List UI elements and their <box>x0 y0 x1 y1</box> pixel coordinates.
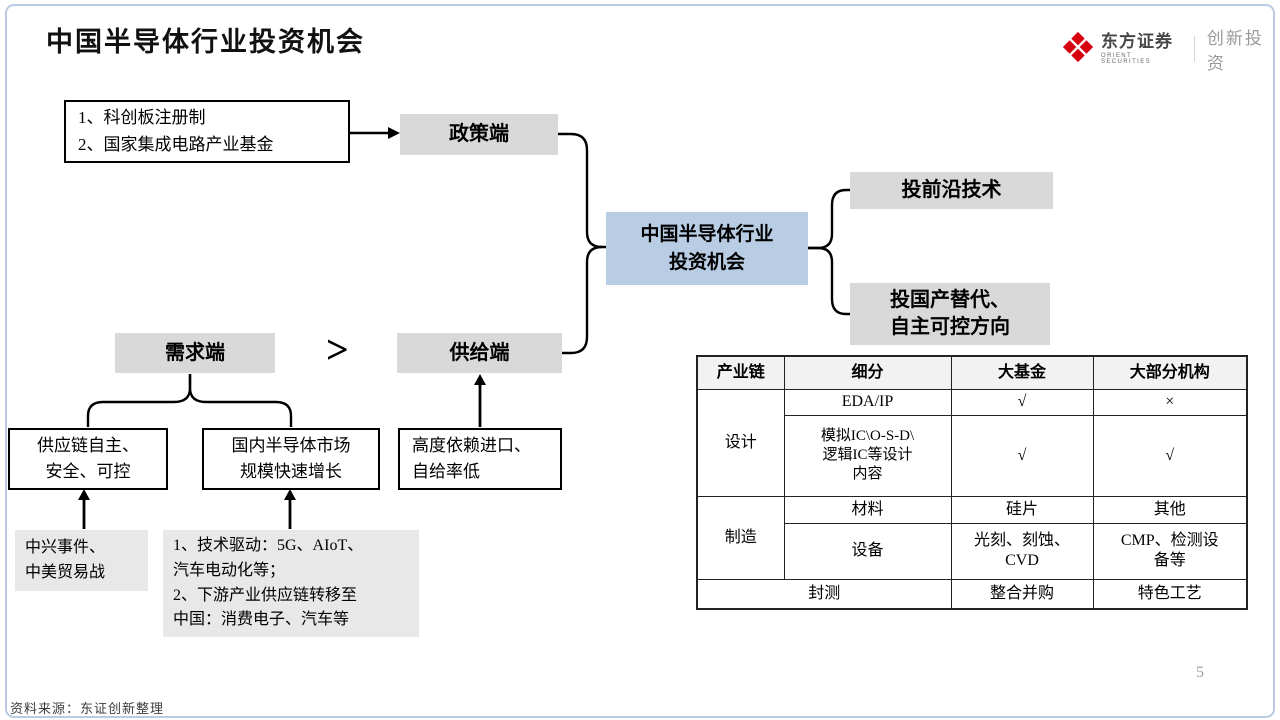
col-header-segment: 细分 <box>783 355 952 390</box>
logo-wordmark: 东方证券 ORIENT SECURITIES <box>1101 33 1182 65</box>
source-note: 资料来源：东证创新整理 <box>10 701 165 716</box>
logo-divider <box>1193 36 1195 62</box>
cell-analog-inst: √ <box>1092 414 1248 497</box>
table-row: 封测 整合并购 特色工艺 <box>696 578 1248 610</box>
cell-pkg: 封测 <box>696 578 952 610</box>
logo-division-label: 创新投资 <box>1206 29 1264 73</box>
greater-than-symbol: > <box>326 327 349 372</box>
cell-eda-inst: × <box>1092 388 1248 416</box>
table-row: 制造 材料 硅片 其他 <box>696 495 1248 580</box>
col-header-chain: 产业链 <box>696 355 785 390</box>
supply-sub-box: 高度依赖进口、 自给率低 <box>398 428 562 490</box>
invest-frontier-node: 投前沿技术 <box>850 172 1053 209</box>
logo-name-en: ORIENT SECURITIES <box>1101 53 1152 65</box>
table-row: 设备 光刻、刻蚀、 CVD CMP、检测设 备等 <box>697 522 1248 580</box>
cell-equip-inst: CMP、检测设 备等 <box>1092 522 1248 580</box>
col-header-institutions: 大部分机构 <box>1092 355 1248 390</box>
page-number: 5 <box>1196 664 1204 681</box>
table-row: 设计 EDA/IP √ × <box>696 388 1248 497</box>
invest-domestic-node: 投国产替代、 自主可控方向 <box>850 283 1050 345</box>
center-opportunity-node: 中国半导体行业 投资机会 <box>606 212 808 285</box>
page-title: 中国半导体行业投资机会 <box>46 27 365 57</box>
cause-left-box: 中兴事件、 中美贸易战 <box>15 530 148 591</box>
col-header-bigfund: 大基金 <box>950 355 1094 390</box>
industry-chain-table: 产业链 细分 大基金 大部分机构 设计 EDA/IP √ × 模拟IC\O-S-… <box>696 355 1248 610</box>
cell-equip-fund: 光刻、刻蚀、 CVD <box>950 522 1094 580</box>
demand-sub-left-box: 供应链自主、 安全、可控 <box>8 428 168 490</box>
orient-diamond-logo-icon <box>1062 31 1094 68</box>
cell-design: 设计 <box>696 388 785 497</box>
cell-eda: EDA/IP <box>783 388 952 416</box>
cell-equip: 设备 <box>783 522 952 580</box>
policy-node: 政策端 <box>400 114 558 155</box>
orient-securities-logo: 东方证券 ORIENT SECURITIES 创新投资 <box>1062 24 1280 74</box>
policy-drivers-box: 1、科创板注册制 2、国家集成电路产业基金 <box>64 100 350 163</box>
slide-border-frame <box>5 4 1275 718</box>
cell-analog: 模拟IC\O-S-D\ 逻辑IC等设计 内容 <box>783 414 952 497</box>
cell-material-inst: 其他 <box>1092 495 1248 524</box>
cell-pkg-inst: 特色工艺 <box>1092 578 1248 610</box>
cell-material: 材料 <box>783 495 952 524</box>
logo-name-cn: 东方证券 <box>1101 32 1173 51</box>
cell-eda-fund: √ <box>950 388 1094 416</box>
demand-sub-right-box: 国内半导体市场 规模快速增长 <box>202 428 380 490</box>
cell-material-fund: 硅片 <box>950 495 1094 524</box>
cell-mfg: 制造 <box>696 495 785 580</box>
cell-analog-fund: √ <box>950 414 1094 497</box>
table-row: 模拟IC\O-S-D\ 逻辑IC等设计 内容 √ √ <box>697 414 1248 497</box>
cause-right-box: 1、技术驱动：5G、AIoT、 汽车电动化等； 2、下游产业供应链转移至 中国：… <box>163 530 419 637</box>
demand-node: 需求端 <box>115 333 275 373</box>
supply-node: 供给端 <box>397 333 562 373</box>
cell-pkg-fund: 整合并购 <box>950 578 1094 610</box>
